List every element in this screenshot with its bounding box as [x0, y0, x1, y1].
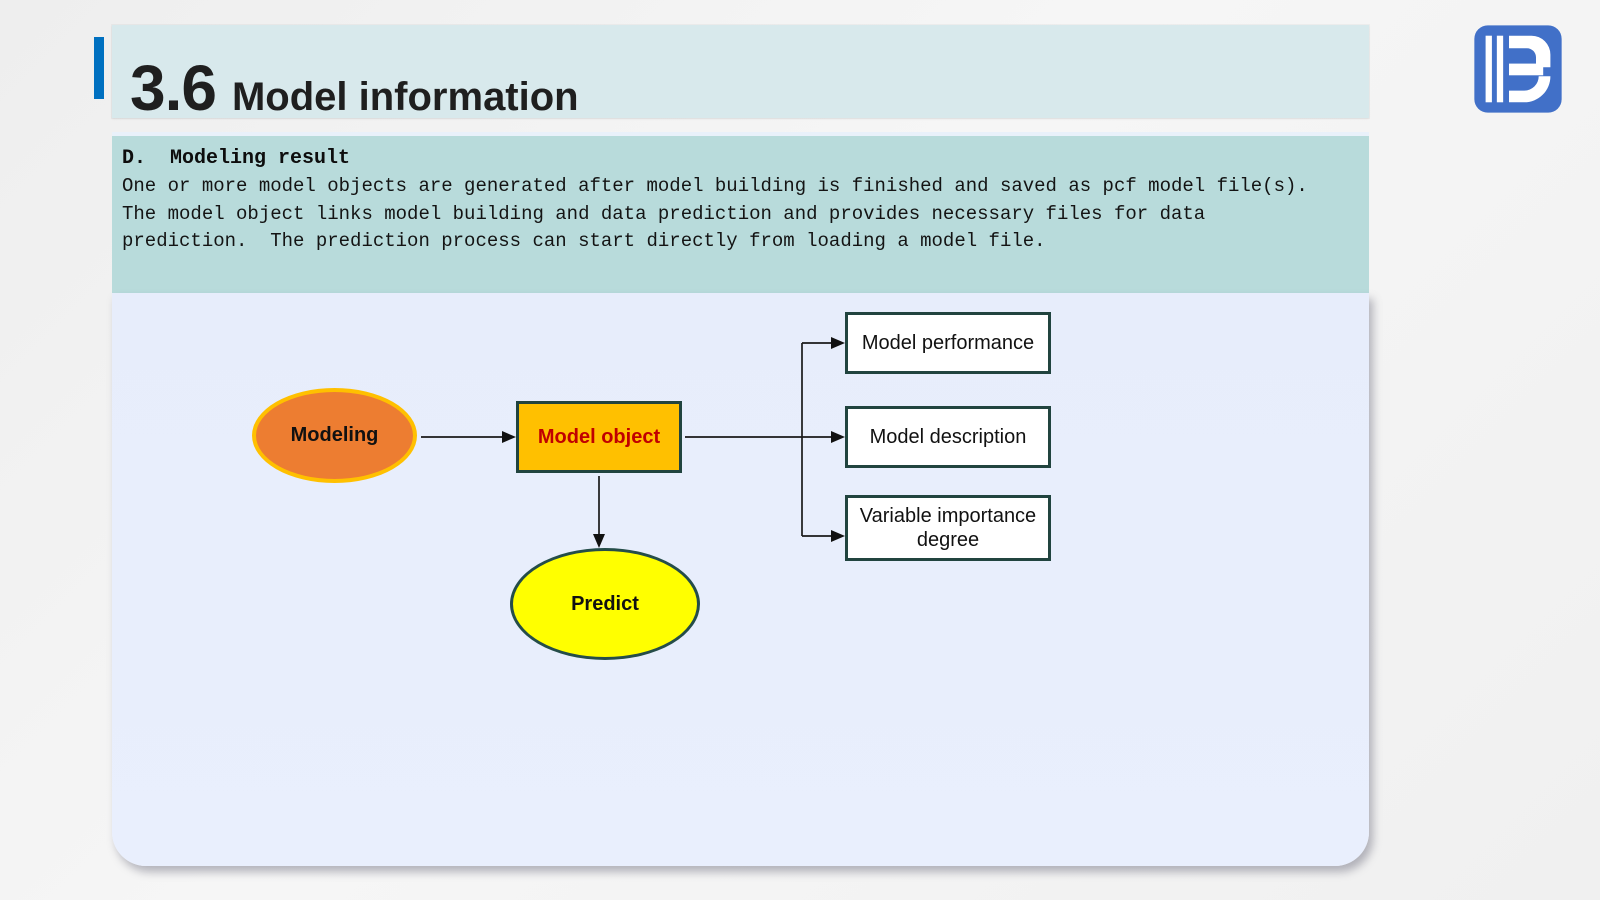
arrowhead-icon [831, 337, 845, 349]
node-model-object: Model object [516, 401, 682, 473]
node-modeling: Modeling [252, 388, 417, 483]
arrowhead-icon [831, 431, 845, 443]
node-predict-label: Predict [571, 592, 639, 615]
header-band: 3.6 Model information [112, 25, 1369, 121]
note-line: The model object links model building an… [122, 202, 1206, 225]
accent-bar [94, 37, 104, 99]
node-model-performance: Model performance [845, 312, 1051, 374]
arrowhead-icon [593, 534, 605, 548]
note-line: prediction. The prediction process can s… [122, 230, 1046, 252]
diagram-panel: Modeling Model object Predict Model perf… [112, 293, 1369, 866]
node-model-description: Model description [845, 406, 1051, 468]
note-line: One or more model objects are generated … [122, 175, 1308, 197]
arrowhead-icon [831, 530, 845, 542]
r-logo-icon [1472, 24, 1564, 114]
note-heading: D. Modeling result [122, 147, 351, 170]
section-number: 3.6 [130, 52, 217, 124]
node-variable-importance-label: Variable importance degree [859, 505, 1037, 551]
node-modeling-label: Modeling [290, 424, 379, 446]
node-model-object-label: Model object [537, 425, 661, 448]
node-model-description-label: Model description [869, 426, 1027, 448]
page-title: Model information [231, 75, 579, 119]
node-model-performance-label: Model performance [861, 332, 1035, 354]
note-panel: D. Modeling result One or more model obj… [112, 132, 1369, 293]
diagram-edges [421, 337, 845, 548]
header: 3.6 Model information [130, 55, 579, 121]
node-variable-importance: Variable importance degree [845, 495, 1051, 561]
node-predict: Predict [510, 548, 700, 660]
r-logo-svg [1474, 25, 1562, 113]
arrowhead-icon [502, 431, 516, 443]
